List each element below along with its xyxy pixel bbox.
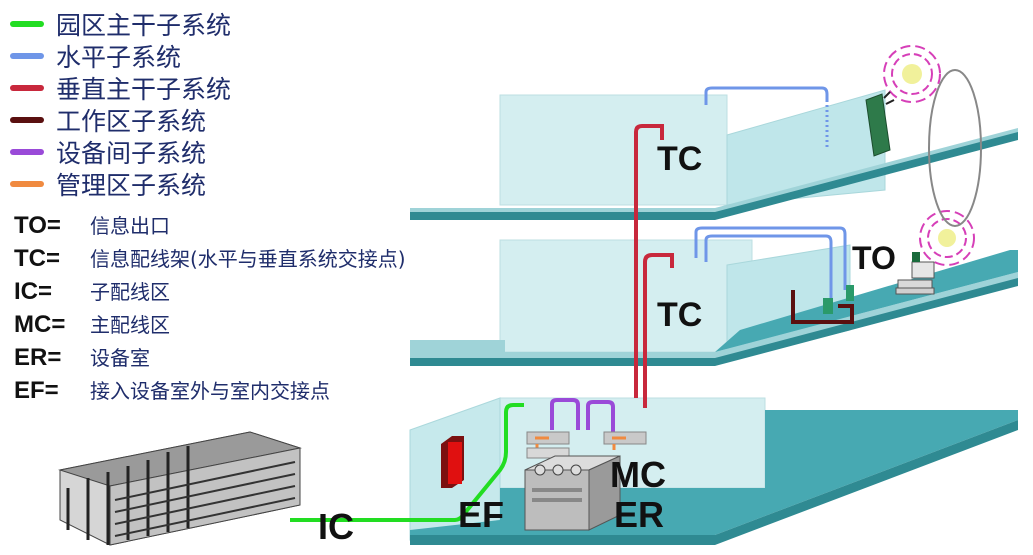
legend-swatch [10,149,44,155]
legend-swatch [10,21,44,27]
definition-text: 子配线区 [90,280,170,304]
definition-key: IC= [14,278,53,305]
definition-key: EF= [14,377,59,404]
legend-swatch [10,181,44,187]
legend-swatch [10,117,44,123]
tc-middle-label: TC [657,296,703,334]
legend-item-horizontal: 水平子系统 [10,40,231,72]
wireless-link-ellipse [928,69,982,227]
legend-label: 管理区子系统 [56,171,207,200]
top-floor [410,89,1018,220]
definition-text: 主配线区 [90,313,170,337]
tc-top-label: TC [657,140,703,178]
work-area-cable [791,290,854,324]
middle-floor-slab [410,272,1018,362]
ef-label: EF [458,494,505,535]
wall-outlet [823,298,833,314]
wireless-access-point-top [865,45,941,157]
definition-row: TC= 信息配线架(水平与垂直系统交接点) [14,243,406,276]
legend-label: 园区主干子系统 [56,11,232,40]
legend-swatch [10,53,44,59]
vertical-backbone-cables [634,124,674,408]
legend-item-equipment-room: 设备间子系统 [10,136,231,168]
legend-swatch [10,85,44,91]
definition-row: IC= 子配线区 [14,276,406,309]
middle-floor [410,239,1018,366]
legend-item-campus-backbone: 园区主干子系统 [10,8,231,40]
legend-label: 水平子系统 [56,43,182,72]
definition-key: MC= [14,311,66,338]
legend-item-vertical-backbone: 垂直主干子系统 [10,72,231,104]
legend-label: 设备间子系统 [56,139,207,168]
er-label: ER [614,494,665,535]
definition-key: TO= [14,212,61,239]
legend-label: 垂直主干子系统 [56,75,232,104]
horizontal-cables [694,86,847,298]
definition-text: 信息出口 [90,214,170,238]
definition-row: MC= 主配线区 [14,309,406,342]
definition-text: 接入设备室外与室内交接点 [90,379,330,403]
legend-label: 工作区子系统 [56,107,207,136]
entrance-facility-box [441,436,464,488]
legend-item-management: 管理区子系统 [10,168,231,200]
definition-text: 设备室 [90,346,150,370]
patch-panels [526,431,647,459]
middle-floor-slab-side [715,250,1018,352]
campus-building [58,431,302,546]
mc-label: MC [610,454,666,495]
definition-key: ER= [14,344,62,371]
wireless-access-point-middle [919,210,975,266]
to-label: TO [852,240,896,276]
equipment-room-cables [550,398,615,432]
desktop-computer [895,252,935,295]
top-floor-slab [410,128,1018,218]
legend: 园区主干子系统 水平子系统 垂直主干子系统 工作区子系统 设备间子系统 管理区子… [10,8,231,200]
definition-row: ER= 设备室 [14,342,406,375]
wall-outlet-2 [846,285,854,301]
definition-row: TO= 信息出口 [14,210,406,243]
abbreviation-definitions: TO= 信息出口 TC= 信息配线架(水平与垂直系统交接点) IC= 子配线区 … [14,210,406,408]
middle-floor-back-wall [499,239,753,353]
legend-item-work-area: 工作区子系统 [10,104,231,136]
definition-text: 信息配线架(水平与垂直系统交接点) [90,247,406,271]
campus-backbone-cable [290,403,524,522]
server-rack [524,455,621,531]
definition-row: EF= 接入设备室外与室内交接点 [14,375,406,408]
definition-key: TC= [14,245,61,272]
ic-label: IC [318,506,354,547]
